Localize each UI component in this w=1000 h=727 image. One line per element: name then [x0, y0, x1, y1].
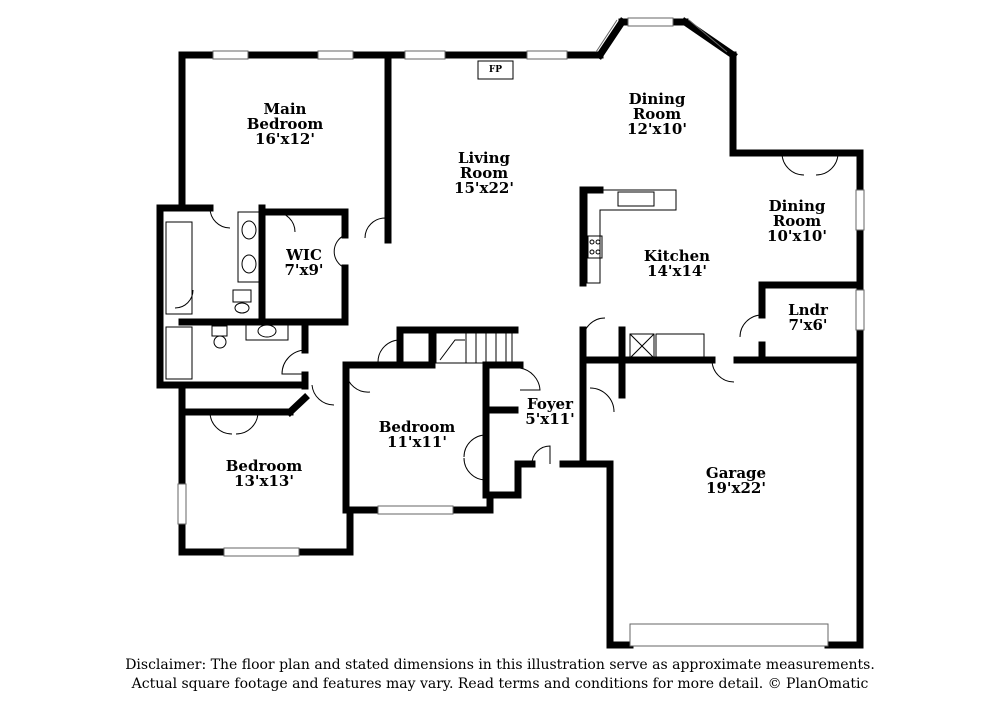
disclaimer-line-2: Actual square footage and features may v… — [131, 676, 869, 692]
fireplace — [477, 60, 514, 80]
room-dims: 16'x12' — [255, 130, 315, 148]
disclaimer: Disclaimer: The floor plan and stated di… — [0, 656, 1000, 694]
room-dining-room-1: Dining Room 12'x10' — [627, 92, 687, 137]
room-dims: 5'x11' — [525, 410, 575, 428]
room-name: Living Room — [457, 149, 511, 182]
room-name: Kitchen — [643, 247, 711, 265]
room-name: Main Bedroom — [246, 100, 324, 133]
room-name: Foyer — [526, 395, 573, 413]
room-name: Dining Room — [768, 197, 826, 230]
room-main-bedroom: Main Bedroom 16'x12' — [247, 102, 324, 147]
room-kitchen: Kitchen 14'x14' — [644, 249, 710, 279]
room-dims: 12'x10' — [627, 120, 687, 138]
room-wic: WIC 7'x9' — [284, 248, 323, 278]
fireplace-label: FP — [488, 65, 503, 75]
kitchen-counter — [586, 189, 677, 284]
stairs — [435, 332, 513, 364]
room-laundry: Lndr 7'x6' — [788, 303, 828, 333]
room-name: Garage — [705, 464, 767, 482]
room-foyer: Foyer 5'x11' — [525, 397, 574, 427]
windows — [177, 17, 865, 647]
room-dims: 11'x11' — [387, 433, 447, 451]
room-name: Bedroom — [225, 457, 303, 475]
bay-window — [595, 19, 728, 53]
room-bedroom-3: Bedroom 13'x13' — [226, 459, 303, 489]
room-name: Dining Room — [628, 90, 686, 123]
room-name: WIC — [286, 246, 322, 264]
room-dims: 7'x6' — [788, 316, 828, 334]
room-bedroom-2: Bedroom 11'x11' — [379, 420, 456, 450]
room-dining-room-2: Dining Room 10'x10' — [767, 199, 827, 244]
room-name: Bedroom — [378, 418, 456, 436]
doors — [174, 152, 839, 481]
room-dims: 19'x22' — [706, 479, 766, 497]
room-dims: 10'x10' — [767, 227, 827, 245]
room-dims: 14'x14' — [647, 262, 707, 280]
fixtures — [165, 211, 705, 380]
room-living-room: Living Room 15'x22' — [454, 151, 514, 196]
room-dims: 15'x22' — [454, 179, 514, 197]
room-garage: Garage 19'x22' — [706, 466, 766, 496]
room-dims: 13'x13' — [234, 472, 294, 490]
room-dims: 7'x9' — [284, 261, 324, 279]
room-name: Lndr — [788, 301, 828, 319]
disclaimer-line-1: Disclaimer: The floor plan and stated di… — [125, 657, 875, 673]
